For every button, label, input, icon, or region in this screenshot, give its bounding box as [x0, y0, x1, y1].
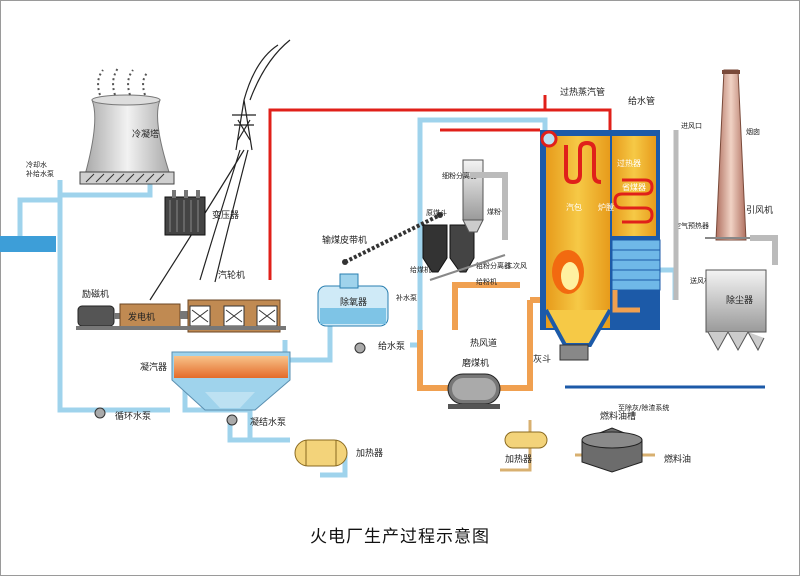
label-heater-oil: 加热器: [505, 453, 532, 465]
label-coal-feeder: 给煤机: [410, 265, 431, 274]
label-superheater: 过热器: [617, 158, 641, 168]
label-cyclone: 细粉分离器: [442, 171, 477, 180]
label-cooling-tower: 冷凝塔: [132, 128, 159, 140]
label-heater-low: 加热器: [356, 447, 383, 459]
label-powder-feeder: 给粉机: [476, 277, 497, 286]
dust-collector: [705, 269, 767, 352]
label-cooling-water-sub: 补给水泵: [26, 169, 54, 178]
label-drum: 汽包: [566, 202, 582, 212]
steam-pipes: [268, 95, 612, 280]
label-blower: 送风机: [690, 276, 711, 285]
low-pressure-heater: [294, 439, 348, 467]
label-cooling-water: 冷却水: [26, 160, 47, 169]
deaerator: [317, 273, 389, 327]
fuel-oil-tank: [581, 427, 643, 473]
label-mill: 磨煤机: [462, 357, 489, 369]
diagram-title: 火电厂生产过程示意图: [310, 527, 490, 547]
label-fuel-tank: 燃料油槽: [600, 410, 636, 422]
label-coal-hopper: 原煤斗: [426, 208, 447, 217]
label-superheated-steam: 过热蒸汽管: [560, 86, 605, 98]
label-pulverized-bin: 煤粉仓: [487, 207, 508, 216]
label-induced-fan: 引风机: [746, 204, 773, 216]
label-transformer: 变压器: [212, 209, 239, 221]
label-circ-pump: 循环水泵: [115, 410, 151, 422]
label-dust-collector: 除尘器: [726, 294, 753, 306]
transformer: [164, 190, 206, 236]
label-condenser: 凝汽器: [140, 361, 167, 373]
hot-air-duct: [417, 282, 540, 391]
label-chimney: 烟囱: [746, 127, 760, 136]
label-separator: 粗粉分离器: [476, 261, 511, 270]
cooling-tower: [79, 67, 175, 185]
label-deaerator: 除氧器: [340, 296, 367, 308]
boiler: [540, 130, 660, 361]
feed-pump-symbol: [354, 342, 366, 354]
label-coal-conveyor: 输煤皮带机: [322, 234, 367, 246]
label-feedwater-pipe: 给水管: [628, 95, 655, 107]
label-exciter: 励磁机: [82, 288, 109, 300]
label-feed-pump: 给水泵: [378, 340, 405, 352]
label-air-inlet: 进风口: [681, 122, 702, 130]
coal-hopper: [422, 159, 484, 273]
label-air-preheater: 空气预热器: [674, 221, 709, 230]
label-ash-system: 至除灰/除渣系统: [618, 403, 669, 412]
label-economizer: 省煤器: [622, 182, 646, 192]
label-fuel-oil: 燃料油: [664, 453, 691, 465]
generator-set: [76, 299, 286, 333]
label-turbine: 汽轮机: [218, 269, 245, 281]
label-makeup: 补水泵: [396, 293, 417, 302]
chimney: [705, 69, 778, 265]
condensate-pump-symbol: [226, 414, 238, 426]
air-preheater: [611, 239, 661, 313]
label-ash-hopper: 灰斗: [533, 353, 551, 365]
label-condensate-pump: 凝结水泵: [250, 416, 286, 428]
transmission-tower: [149, 39, 291, 301]
label-secondary-air: 二次风: [506, 261, 527, 270]
coal-conveyor: [342, 212, 443, 265]
circ-pump-symbol: [94, 407, 106, 419]
label-hot-air-duct: 热风道: [470, 337, 497, 349]
condenser: [171, 351, 291, 411]
coal-mill: [447, 373, 501, 409]
label-furnace: 炉膛: [598, 202, 614, 212]
water-body: [0, 236, 56, 252]
oil-heater: [504, 431, 548, 449]
label-generator: 发电机: [128, 311, 155, 323]
